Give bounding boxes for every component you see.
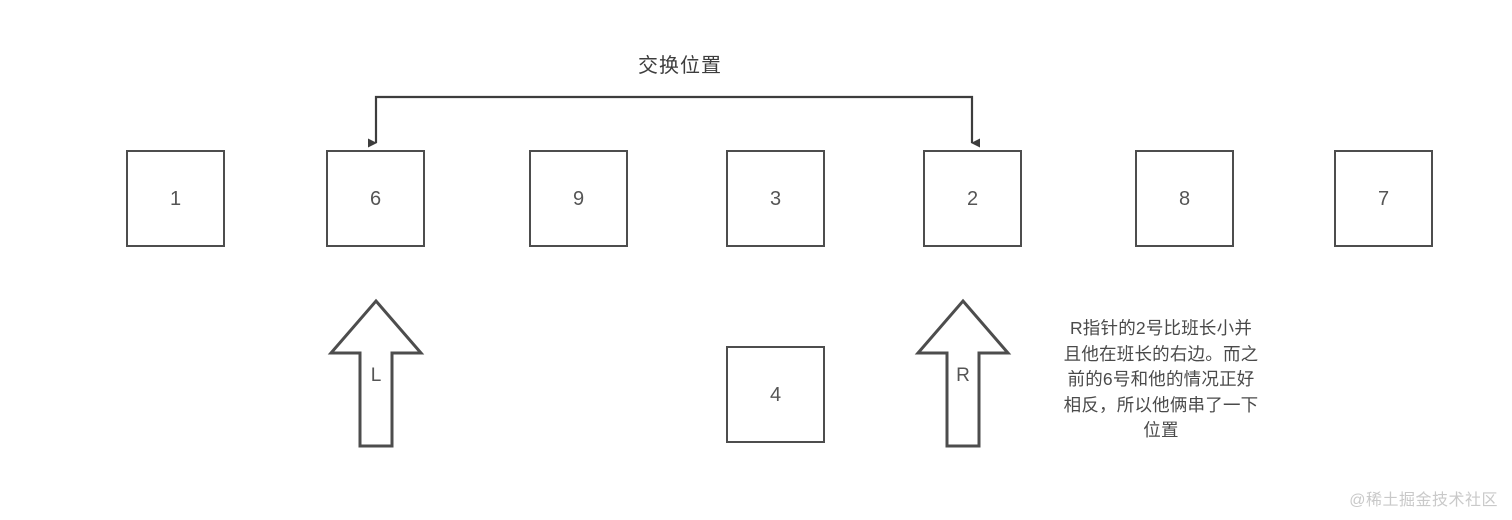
- array-cell[interactable]: 7: [1334, 150, 1433, 247]
- array-cell[interactable]: 2: [923, 150, 1022, 247]
- array-cell-value: 2: [966, 187, 979, 210]
- up-arrow-icon: [914, 298, 1012, 448]
- explanation-note: R指针的2号比班长小并且他在班长的右边。而之前的6号和他的情况正好相反，所以他俩…: [1063, 318, 1259, 440]
- array-cell-value: 6: [369, 187, 382, 210]
- held-element-cell[interactable]: 4: [726, 346, 825, 443]
- array-cell[interactable]: 1: [126, 150, 225, 247]
- array-cell[interactable]: 3: [726, 150, 825, 247]
- array-cell[interactable]: 8: [1135, 150, 1234, 247]
- pointer-label-right: R: [956, 365, 970, 386]
- up-arrow-icon: [327, 298, 425, 448]
- array-cell[interactable]: 6: [326, 150, 425, 247]
- array-row: 1 6 9 3 2 8 7: [0, 150, 1512, 249]
- pointer-label-left: L: [370, 365, 382, 386]
- pointer-arrow-left: L: [326, 296, 426, 451]
- array-cell-value: 3: [769, 187, 782, 210]
- array-cell-value: 1: [169, 187, 182, 210]
- array-cell-value: 7: [1377, 187, 1390, 210]
- array-cell[interactable]: 9: [529, 150, 628, 247]
- watermark: @稀土掘金技术社区: [1349, 492, 1498, 509]
- held-element-value: 4: [769, 383, 782, 406]
- array-cell-value: 8: [1178, 187, 1191, 210]
- swap-caption-label: 交换位置: [638, 55, 722, 77]
- array-cell-value: 9: [572, 187, 585, 210]
- pointer-arrow-right: R: [913, 296, 1013, 451]
